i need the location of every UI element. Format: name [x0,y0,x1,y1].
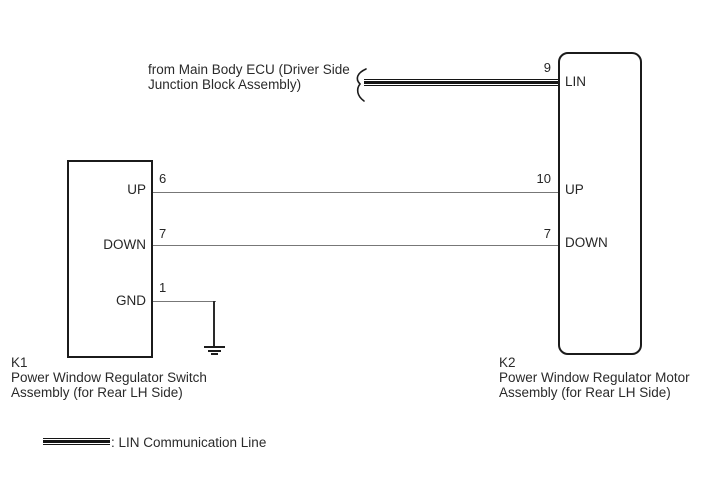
k1-pin-number-7: 7 [159,226,167,241]
wire-down [153,245,558,246]
k1-caption-id: K1 [11,355,28,370]
k1-caption-name-line1: Power Window Regulator Switch [11,370,207,385]
lin-communication-wire [364,79,558,86]
k1-box [67,160,153,358]
k2-caption: K2 Power Window Regulator Motor Assembly… [499,355,690,400]
k2-pin-number-10: 10 [536,171,551,186]
k2-pin-label-lin: LIN [565,74,587,89]
k1-pin-label-down: DOWN [103,237,146,252]
k2-pin-label-down: DOWN [565,235,608,250]
k1-pin-number-6: 6 [159,171,167,186]
ecu-source-note: from Main Body ECU (Driver Side Junction… [148,62,350,92]
lin-communication-wire-core [364,81,558,84]
legend-lin-line-symbol [43,438,110,445]
k2-pin-number-7: 7 [543,226,551,241]
k1-pin-number-1: 1 [159,280,167,295]
k1-caption: K1 Power Window Regulator Switch Assembl… [11,355,207,400]
k1-pin-label-up: UP [127,182,146,197]
k1-pin-label-gnd: GND [116,293,146,308]
ecu-source-note-line1: from Main Body ECU (Driver Side [148,62,350,77]
k2-caption-name-line2: Assembly (for Rear LH Side) [499,385,671,400]
line-break-icon [356,68,367,102]
k2-caption-name-line1: Power Window Regulator Motor [499,370,690,385]
k1-caption-name-line2: Assembly (for Rear LH Side) [11,385,183,400]
ground-drop-line [213,301,215,346]
k2-box [558,52,642,355]
k2-pin-number-9: 9 [543,60,551,75]
k2-pin-label-up: UP [565,182,584,197]
wire-up [153,192,558,193]
legend-label: : LIN Communication Line [111,435,267,450]
wire-gnd [153,301,216,302]
ecu-source-note-line2: Junction Block Assembly) [148,76,302,92]
k2-caption-id: K2 [499,355,516,370]
